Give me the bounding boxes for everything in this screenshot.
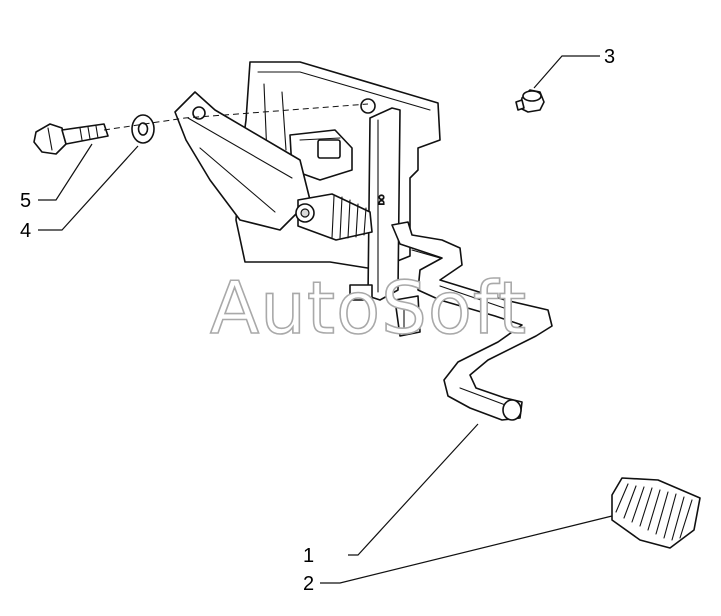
callout-2: 2 xyxy=(303,573,314,595)
callout-5: 5 xyxy=(20,190,31,212)
leader-line-3 xyxy=(533,55,600,89)
callout-3: 3 xyxy=(604,46,615,68)
leader-line-1 xyxy=(348,423,479,556)
leader-line-2 xyxy=(320,515,613,584)
return-spring xyxy=(295,193,373,241)
washer xyxy=(131,114,155,144)
bracket-marking: DO xyxy=(379,194,386,205)
bolt xyxy=(33,123,109,155)
callout-1: 1 xyxy=(303,545,314,567)
watermark-text: AutoSoft xyxy=(210,266,527,350)
leader-line-4 xyxy=(38,145,139,231)
assembly-axis-line xyxy=(103,103,369,131)
pedal-arm xyxy=(174,91,553,421)
leader-line-5 xyxy=(38,143,93,201)
pedal-pad xyxy=(611,477,701,549)
callout-4: 4 xyxy=(20,220,31,242)
bump-stop xyxy=(515,89,545,113)
